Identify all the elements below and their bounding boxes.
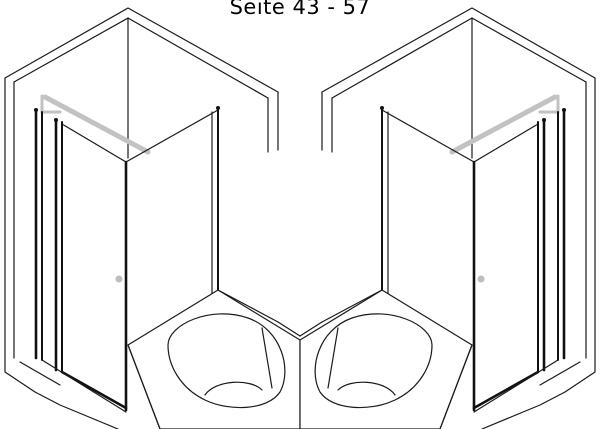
- left-side-panel-top: [125, 109, 219, 163]
- left-bathtub-drain-area: [204, 381, 263, 396]
- right-wall-top-edge: [321, 7, 596, 93]
- left-floor-edge: [34, 391, 119, 429]
- left-wall-inner-top: [13, 17, 269, 99]
- right-bathtub-front: [439, 344, 473, 429]
- left-door-top-rail: [61, 123, 127, 163]
- right-bathtub-basin: [314, 313, 433, 409]
- right-bathtub-rim: [299, 289, 473, 429]
- right-bathtub-inner-line: [327, 327, 339, 389]
- left-bathtub-inner-line: [261, 327, 273, 389]
- right-shower-rod: [449, 94, 558, 155]
- right-door-top-rail: [473, 123, 539, 163]
- left-bathtub-basin: [167, 313, 286, 409]
- left-door-handle: [115, 275, 123, 283]
- right-floor-edge: [481, 391, 566, 429]
- right-door-bottom-rail: [472, 370, 540, 410]
- left-shower-enclosure: [4, 7, 301, 429]
- right-panel-top-cap: [562, 108, 566, 112]
- left-floor-step: [19, 361, 61, 386]
- right-shower-enclosure: [299, 7, 596, 429]
- right-wall-inner-top: [331, 17, 587, 99]
- left-door-top-cap: [54, 118, 58, 122]
- left-bathtub-wall-edge: [277, 321, 301, 337]
- left-side-panel-cap: [216, 106, 220, 110]
- right-door-top-cap: [542, 118, 546, 122]
- right-door-bottom-rail2: [473, 359, 559, 413]
- page-title: Seite 43 - 57: [229, 0, 371, 19]
- left-panel-top-cap: [34, 108, 38, 112]
- right-side-panel-cap: [380, 106, 384, 110]
- right-bathtub-drain-area: [337, 381, 396, 396]
- left-bathtub-rim: [127, 289, 301, 429]
- left-door-bottom-rail: [60, 370, 128, 410]
- right-door-handle: [477, 275, 485, 283]
- right-bathtub-wall-joint: [321, 289, 383, 323]
- left-wall-left-edge: [4, 77, 36, 393]
- right-floor-step: [539, 361, 581, 386]
- left-shower-rod: [42, 94, 151, 155]
- left-bathtub-wall-joint: [217, 289, 279, 323]
- left-wall-top-edge: [4, 7, 279, 93]
- left-door-bottom-rail2: [41, 359, 127, 413]
- right-wall-left-edge: [564, 77, 596, 393]
- right-bathtub-wall-edge: [299, 321, 323, 337]
- left-bathtub-front: [127, 344, 161, 429]
- right-side-panel-top: [381, 109, 475, 163]
